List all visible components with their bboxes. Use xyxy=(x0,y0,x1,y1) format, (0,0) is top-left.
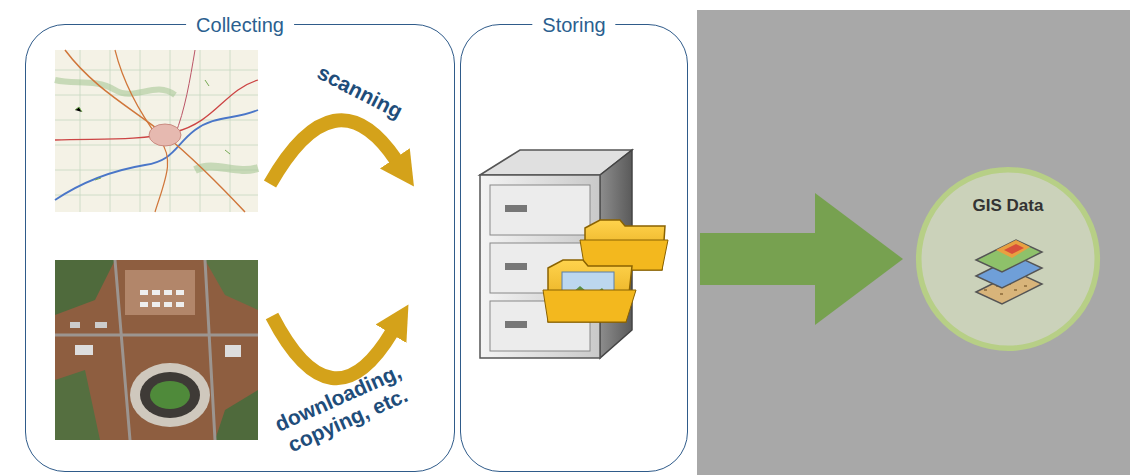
scan-arrow xyxy=(270,120,396,184)
grey-overlay xyxy=(697,10,1130,475)
arrow-label: downloading, copying, etc. xyxy=(265,357,422,462)
stage-title: Storing xyxy=(532,14,615,37)
topographic-map xyxy=(55,50,258,212)
stage-panel: Storing xyxy=(460,24,688,472)
arrow-label: scanning xyxy=(301,54,419,130)
aerial-photo xyxy=(55,260,258,440)
node-title: GIS Data xyxy=(973,196,1044,216)
folder-icons xyxy=(543,220,668,322)
stage-title: Collecting xyxy=(186,14,294,37)
flow-arrow xyxy=(700,233,815,285)
circle-shape xyxy=(919,170,1098,349)
data-circle: GIS Data xyxy=(915,166,1101,352)
circle-outline xyxy=(915,166,1101,352)
